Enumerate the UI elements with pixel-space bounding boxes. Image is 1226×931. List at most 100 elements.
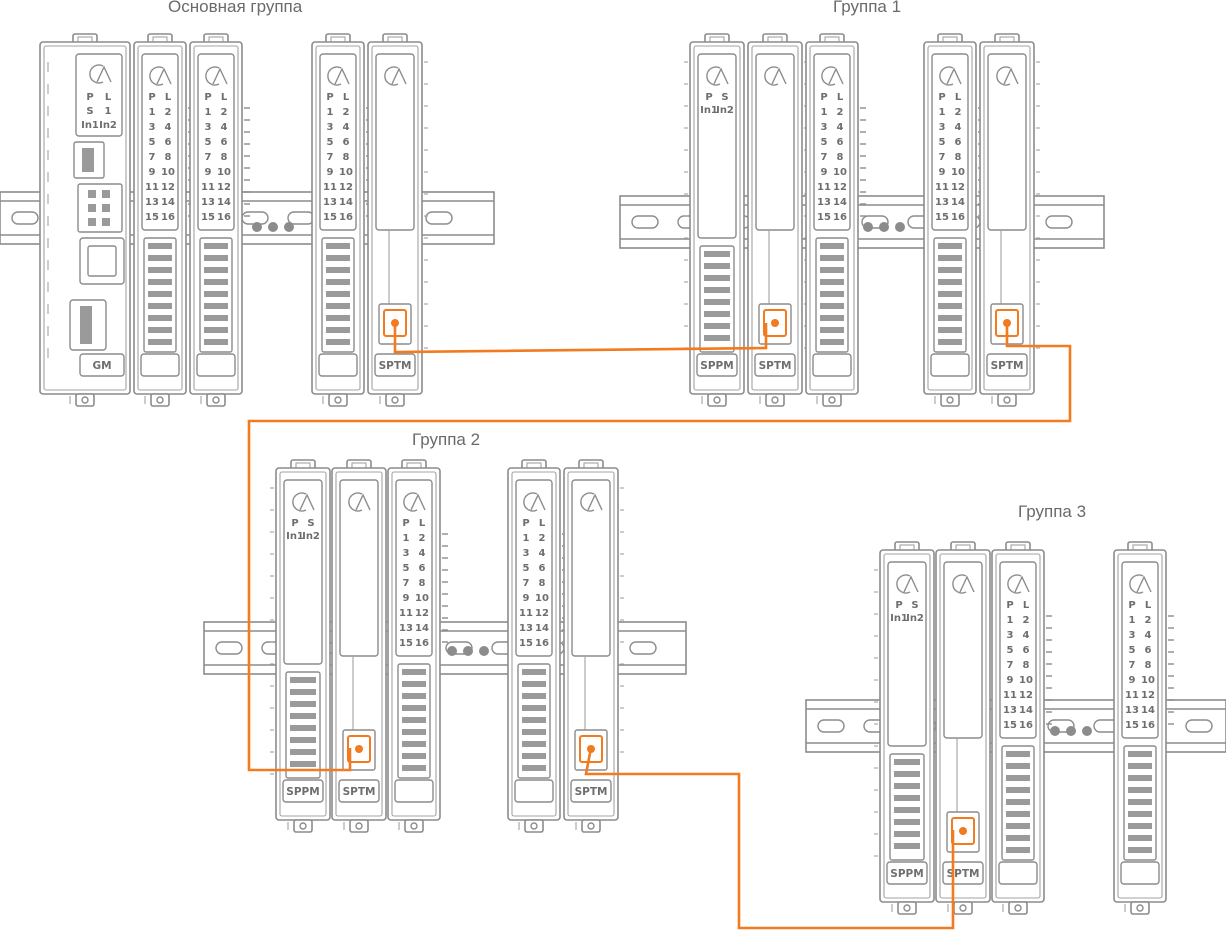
bottom-latch xyxy=(581,819,601,833)
led-header-left: P xyxy=(148,92,155,103)
led-label-1: 1 xyxy=(1129,615,1136,626)
io-blank-tag-frame xyxy=(1120,861,1160,885)
terminal-screw xyxy=(894,771,920,777)
led-label-2: 2 xyxy=(165,107,172,118)
led-label-10: 10 xyxy=(1019,675,1033,686)
company-logo-icon xyxy=(348,492,371,512)
led-label-15: 15 xyxy=(1125,720,1139,731)
logo-a xyxy=(713,67,729,85)
led-label-16: 16 xyxy=(161,212,175,223)
terminal-block xyxy=(1001,745,1035,861)
terminal-screw xyxy=(290,677,316,683)
logo-arc xyxy=(327,66,342,86)
logo-arc xyxy=(706,66,721,86)
logo-a xyxy=(903,575,919,593)
bottom-latch xyxy=(953,901,973,915)
terminal-screw xyxy=(704,311,730,317)
company-logo-icon xyxy=(89,64,112,84)
terminal-screw xyxy=(1128,763,1152,769)
company-logo-icon xyxy=(764,66,787,86)
gm-tag-frame xyxy=(79,353,125,377)
bottom-screw xyxy=(391,396,399,404)
logo-a xyxy=(410,493,426,511)
group-label-3: Группа 3 xyxy=(1018,502,1087,521)
dip-switch xyxy=(77,183,123,233)
module-inner-edge xyxy=(511,471,557,817)
terminal-screw xyxy=(704,335,730,341)
led-label-5: 5 xyxy=(149,137,156,148)
ellipsis-dot xyxy=(463,646,473,656)
led-label-13: 13 xyxy=(201,197,215,208)
terminal-screw xyxy=(204,267,228,273)
terminal-frame xyxy=(517,663,551,779)
led-label-6: 6 xyxy=(221,137,228,148)
rail-slot xyxy=(1045,215,1073,229)
led-label-4: 4 xyxy=(837,122,844,133)
led-label-16: 16 xyxy=(951,212,965,223)
led-label-2: 2 xyxy=(837,107,844,118)
module-inner-edge xyxy=(391,471,437,817)
terminal-screw xyxy=(204,339,228,345)
led-label-10: 10 xyxy=(535,593,549,604)
ellipsis-group-2 xyxy=(447,646,489,656)
terminal-frame xyxy=(815,237,849,353)
logo-arc xyxy=(292,492,307,512)
led-label-12: 12 xyxy=(1019,690,1033,701)
led-label-10: 10 xyxy=(217,167,231,178)
sptm-module: SPTM xyxy=(747,33,808,407)
terminal-screw xyxy=(704,251,730,257)
sptm-tag-frame xyxy=(754,353,796,377)
led-label-5: 5 xyxy=(1129,645,1136,656)
led-label-11: 11 xyxy=(201,182,215,193)
led-label-9: 9 xyxy=(327,167,334,178)
led-label-8: 8 xyxy=(165,152,172,163)
rj45-port-indicator xyxy=(771,319,779,327)
rj45-port-frame xyxy=(758,303,792,345)
led-label-3: 3 xyxy=(821,122,828,133)
led-label-16: 16 xyxy=(1019,720,1033,731)
led-label-13: 13 xyxy=(1003,705,1017,716)
led-label-16: 16 xyxy=(1141,720,1155,731)
terminal-screw xyxy=(894,783,920,789)
rail-slot xyxy=(215,641,243,655)
io-blank-tag-frame xyxy=(514,779,554,803)
led-label-2: 2 xyxy=(221,107,228,118)
logo-a xyxy=(771,67,787,85)
module-inner-edge xyxy=(335,471,383,817)
terminal-screw xyxy=(820,327,844,333)
terminal-screw xyxy=(402,705,426,711)
terminal-screw xyxy=(148,339,172,345)
label-panel xyxy=(755,53,795,231)
terminal-screw xyxy=(704,299,730,305)
terminal-block xyxy=(889,753,925,861)
rail-slot xyxy=(1047,719,1075,733)
psu-label-in1: In1 xyxy=(890,613,908,624)
logo-a xyxy=(1014,575,1030,593)
led-header-left: P xyxy=(820,92,827,103)
led-label-13: 13 xyxy=(145,197,159,208)
logo-a xyxy=(355,493,371,511)
led-label-11: 11 xyxy=(817,182,831,193)
bottom-screw xyxy=(410,822,418,830)
led-label-1: 1 xyxy=(939,107,946,118)
led-header-left: P xyxy=(1006,600,1013,611)
terminal-screw xyxy=(1006,847,1030,853)
led-label-9: 9 xyxy=(205,167,212,178)
led-label-5: 5 xyxy=(1007,645,1014,656)
led-label-16: 16 xyxy=(415,638,429,649)
terminal-screw xyxy=(1006,823,1030,829)
led-label-7: 7 xyxy=(205,152,212,163)
led-label-16: 16 xyxy=(339,212,353,223)
terminal-screw xyxy=(522,705,546,711)
sppm-tag: SPPM xyxy=(700,360,733,372)
terminal-frame xyxy=(1001,745,1035,861)
led-label-10: 10 xyxy=(161,167,175,178)
company-logo-icon xyxy=(580,492,603,512)
led-label-11: 11 xyxy=(935,182,949,193)
logo-arc xyxy=(996,66,1011,86)
module-inner-edge xyxy=(193,45,239,391)
logo-a xyxy=(828,67,844,85)
bottom-screw xyxy=(1003,396,1011,404)
